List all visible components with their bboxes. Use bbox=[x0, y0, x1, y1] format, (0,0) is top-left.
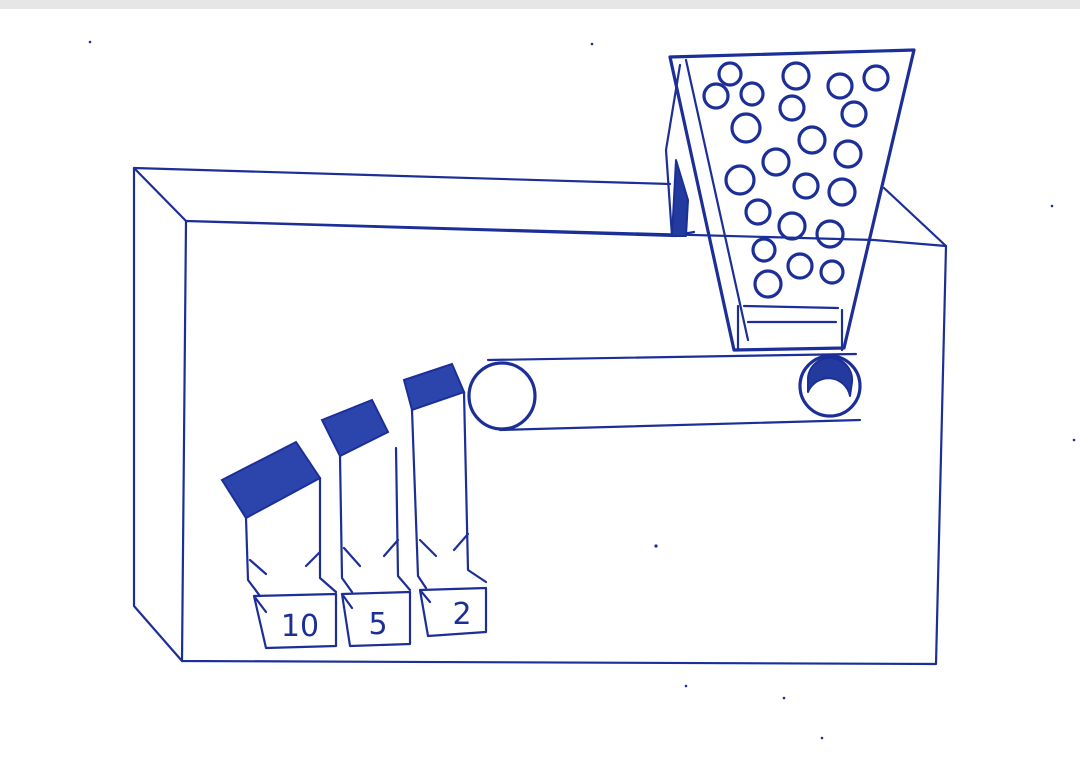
conveyor bbox=[469, 354, 860, 430]
coin bbox=[828, 74, 852, 98]
coin bbox=[829, 179, 855, 205]
speck bbox=[821, 737, 824, 740]
chute-3-funnel bbox=[420, 534, 468, 556]
collection-bins: 10 5 2 bbox=[254, 588, 486, 648]
speck bbox=[591, 43, 594, 46]
coin bbox=[719, 63, 741, 85]
box-top-right-edge bbox=[884, 188, 946, 246]
speck bbox=[1073, 439, 1076, 442]
conveyor-belt bbox=[488, 354, 860, 430]
speck bbox=[783, 697, 786, 700]
coin bbox=[753, 239, 775, 261]
chute-3-top bbox=[404, 364, 464, 410]
chute-2-funnel bbox=[344, 540, 398, 566]
speck bbox=[89, 41, 92, 44]
speck bbox=[654, 544, 657, 547]
sorting-chutes bbox=[222, 364, 486, 596]
hopper bbox=[666, 50, 914, 350]
coin bbox=[783, 63, 809, 89]
coin bbox=[726, 166, 754, 194]
box-top-left-edge bbox=[134, 168, 186, 221]
speck bbox=[1051, 205, 1054, 208]
coin bbox=[794, 174, 818, 198]
coin bbox=[817, 221, 843, 247]
speck bbox=[685, 685, 688, 688]
ink-specks bbox=[89, 41, 1076, 740]
hopper-shadow bbox=[672, 160, 688, 236]
chute-2-top bbox=[322, 400, 388, 456]
chute-3-body bbox=[412, 392, 486, 588]
coin bbox=[704, 84, 728, 108]
bin-3-label: 2 bbox=[452, 597, 471, 632]
coin bbox=[799, 127, 825, 153]
coin bbox=[864, 66, 888, 90]
bin-1-label: 10 bbox=[281, 609, 319, 644]
coin bbox=[746, 200, 770, 224]
coin bbox=[842, 102, 866, 126]
chute-2-body bbox=[340, 448, 410, 592]
bin-2-label: 5 bbox=[368, 607, 387, 642]
chute-1-funnel bbox=[250, 552, 320, 574]
coin bbox=[779, 213, 805, 239]
left-roller bbox=[469, 363, 535, 429]
chute-1-top bbox=[222, 442, 320, 518]
coin bbox=[835, 141, 861, 167]
coin bbox=[732, 114, 760, 142]
coin bbox=[763, 149, 789, 175]
coin bbox=[788, 254, 812, 278]
hopper-outlet bbox=[738, 306, 842, 350]
box-back-edges bbox=[134, 168, 670, 661]
coin bbox=[755, 271, 781, 297]
coin bbox=[821, 261, 843, 283]
right-roller-shading bbox=[808, 358, 852, 396]
hopper-inner-left bbox=[686, 60, 748, 340]
coin bbox=[780, 96, 804, 120]
coin bbox=[741, 83, 763, 105]
